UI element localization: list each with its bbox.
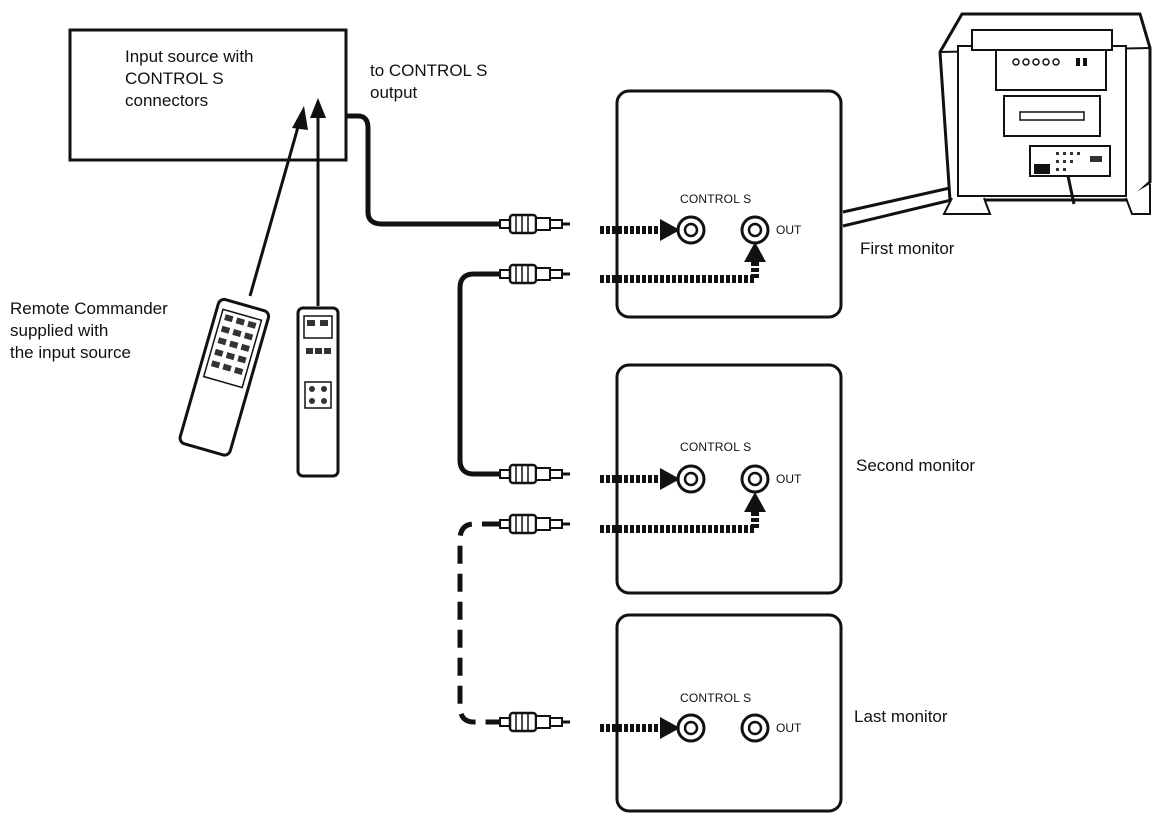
second-monitor-panel bbox=[615, 363, 843, 595]
output-label-line-1: to CONTROL S bbox=[370, 61, 488, 80]
second-control-out-jack bbox=[740, 464, 770, 494]
arrowhead-into-second bbox=[660, 468, 680, 490]
last-out-label: OUT bbox=[776, 721, 802, 735]
last-control-in-jack bbox=[676, 713, 706, 743]
plug-from-second-out bbox=[498, 513, 572, 535]
arrow-from-second-out bbox=[600, 508, 759, 533]
last-monitor-panel bbox=[615, 613, 843, 813]
input-source-label-line-3: connectors bbox=[125, 91, 209, 110]
tv-monitor-back bbox=[938, 12, 1152, 215]
first-control-out-jack bbox=[740, 215, 770, 245]
input-source-box bbox=[68, 28, 348, 162]
last-control-out-jack bbox=[740, 713, 770, 743]
second-control-in-jack bbox=[676, 464, 706, 494]
remote-label-line-2: supplied with bbox=[10, 321, 109, 340]
first-monitor-label: First monitor bbox=[860, 239, 955, 258]
output-label: to CONTROL S output bbox=[370, 60, 487, 104]
plug-into-last bbox=[498, 711, 572, 733]
remote-label-line-3: the input source bbox=[10, 343, 131, 362]
arrowhead-into-first bbox=[660, 219, 680, 241]
output-label-line-2: output bbox=[370, 83, 418, 102]
remote-beam-arrow-1 bbox=[292, 106, 308, 130]
remote-commander-small bbox=[296, 306, 340, 478]
plug-from-first-out bbox=[498, 263, 572, 285]
second-monitor-label: Second monitor bbox=[856, 456, 976, 475]
remote-commander-large bbox=[178, 297, 271, 457]
remote-label-line-1: Remote Commander bbox=[10, 299, 168, 318]
arrow-from-first-out bbox=[600, 258, 759, 283]
arrowhead-into-last bbox=[660, 717, 680, 739]
plug-into-first bbox=[498, 213, 572, 235]
first-monitor-panel bbox=[615, 89, 843, 319]
input-source-label-line-1: Input source with bbox=[125, 47, 254, 66]
first-out-label: OUT bbox=[776, 223, 802, 237]
cable-source-to-first bbox=[346, 113, 500, 227]
cable-first-to-second bbox=[457, 271, 500, 477]
input-source-label: Input source with CONTROL S connectors bbox=[125, 46, 254, 112]
last-monitor-label: Last monitor bbox=[854, 707, 948, 726]
arrowhead-first-out bbox=[744, 242, 766, 262]
last-control-s-label: CONTROL S bbox=[680, 691, 752, 705]
first-control-s-label: CONTROL S bbox=[680, 192, 752, 206]
remote-commander-label: Remote Commander supplied with the input… bbox=[10, 298, 168, 364]
second-control-s-label: CONTROL S bbox=[680, 440, 752, 454]
remote-beam-1 bbox=[248, 119, 302, 297]
remote-beam-arrow-2 bbox=[310, 98, 326, 118]
arrowhead-second-out bbox=[744, 492, 766, 512]
second-out-label: OUT bbox=[776, 472, 802, 486]
plug-into-second bbox=[498, 463, 572, 485]
cable-second-to-last-dashed bbox=[457, 521, 500, 725]
first-control-in-jack bbox=[676, 215, 706, 245]
input-source-label-line-2: CONTROL S bbox=[125, 69, 224, 88]
